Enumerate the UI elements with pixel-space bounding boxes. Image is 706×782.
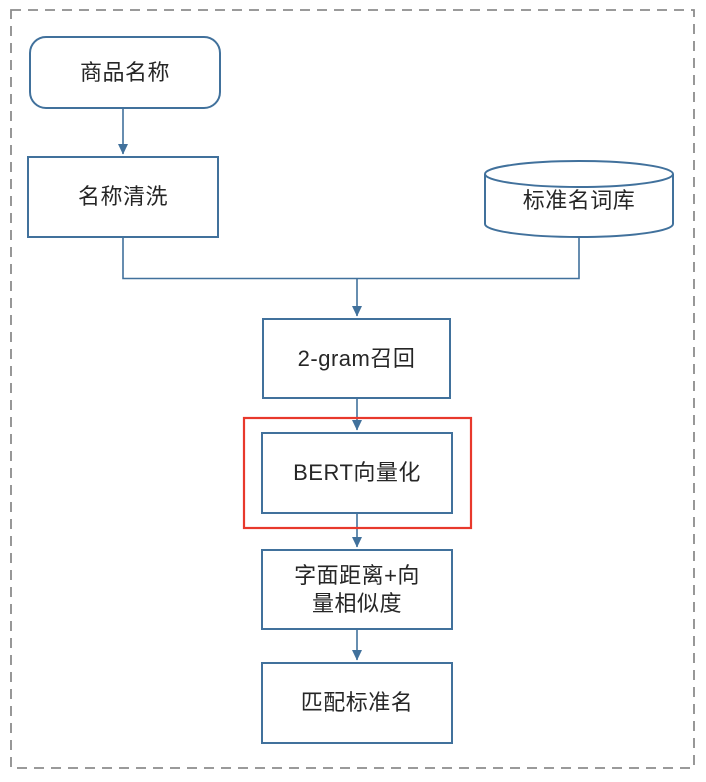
database-node-label: 标准名词库: [522, 188, 636, 213]
bert-node-label: BERT向量化: [293, 460, 421, 485]
start-node-shape: [29, 36, 221, 109]
match-node-shape: [261, 662, 453, 744]
bert-node-shape: [261, 432, 453, 514]
outer-dashed-border: [10, 9, 695, 769]
recall-node-label: 2-gram召回: [297, 345, 416, 371]
similarity-node-shape: [261, 549, 453, 630]
merge-connector: [122, 237, 580, 280]
clean-node-shape: [27, 156, 219, 238]
database-cylinder-top: [484, 160, 674, 188]
database-cylinder-body: [484, 174, 674, 238]
recall-node-shape: [262, 318, 451, 399]
similarity-node-label: 字面距离+向 量相似度: [294, 562, 420, 616]
clean-node-label: 名称清洗: [77, 184, 168, 209]
match-node-label: 匹配标准名: [300, 690, 414, 715]
highlight-box: [242, 416, 473, 530]
start-node-label: 商品名称: [79, 59, 170, 85]
